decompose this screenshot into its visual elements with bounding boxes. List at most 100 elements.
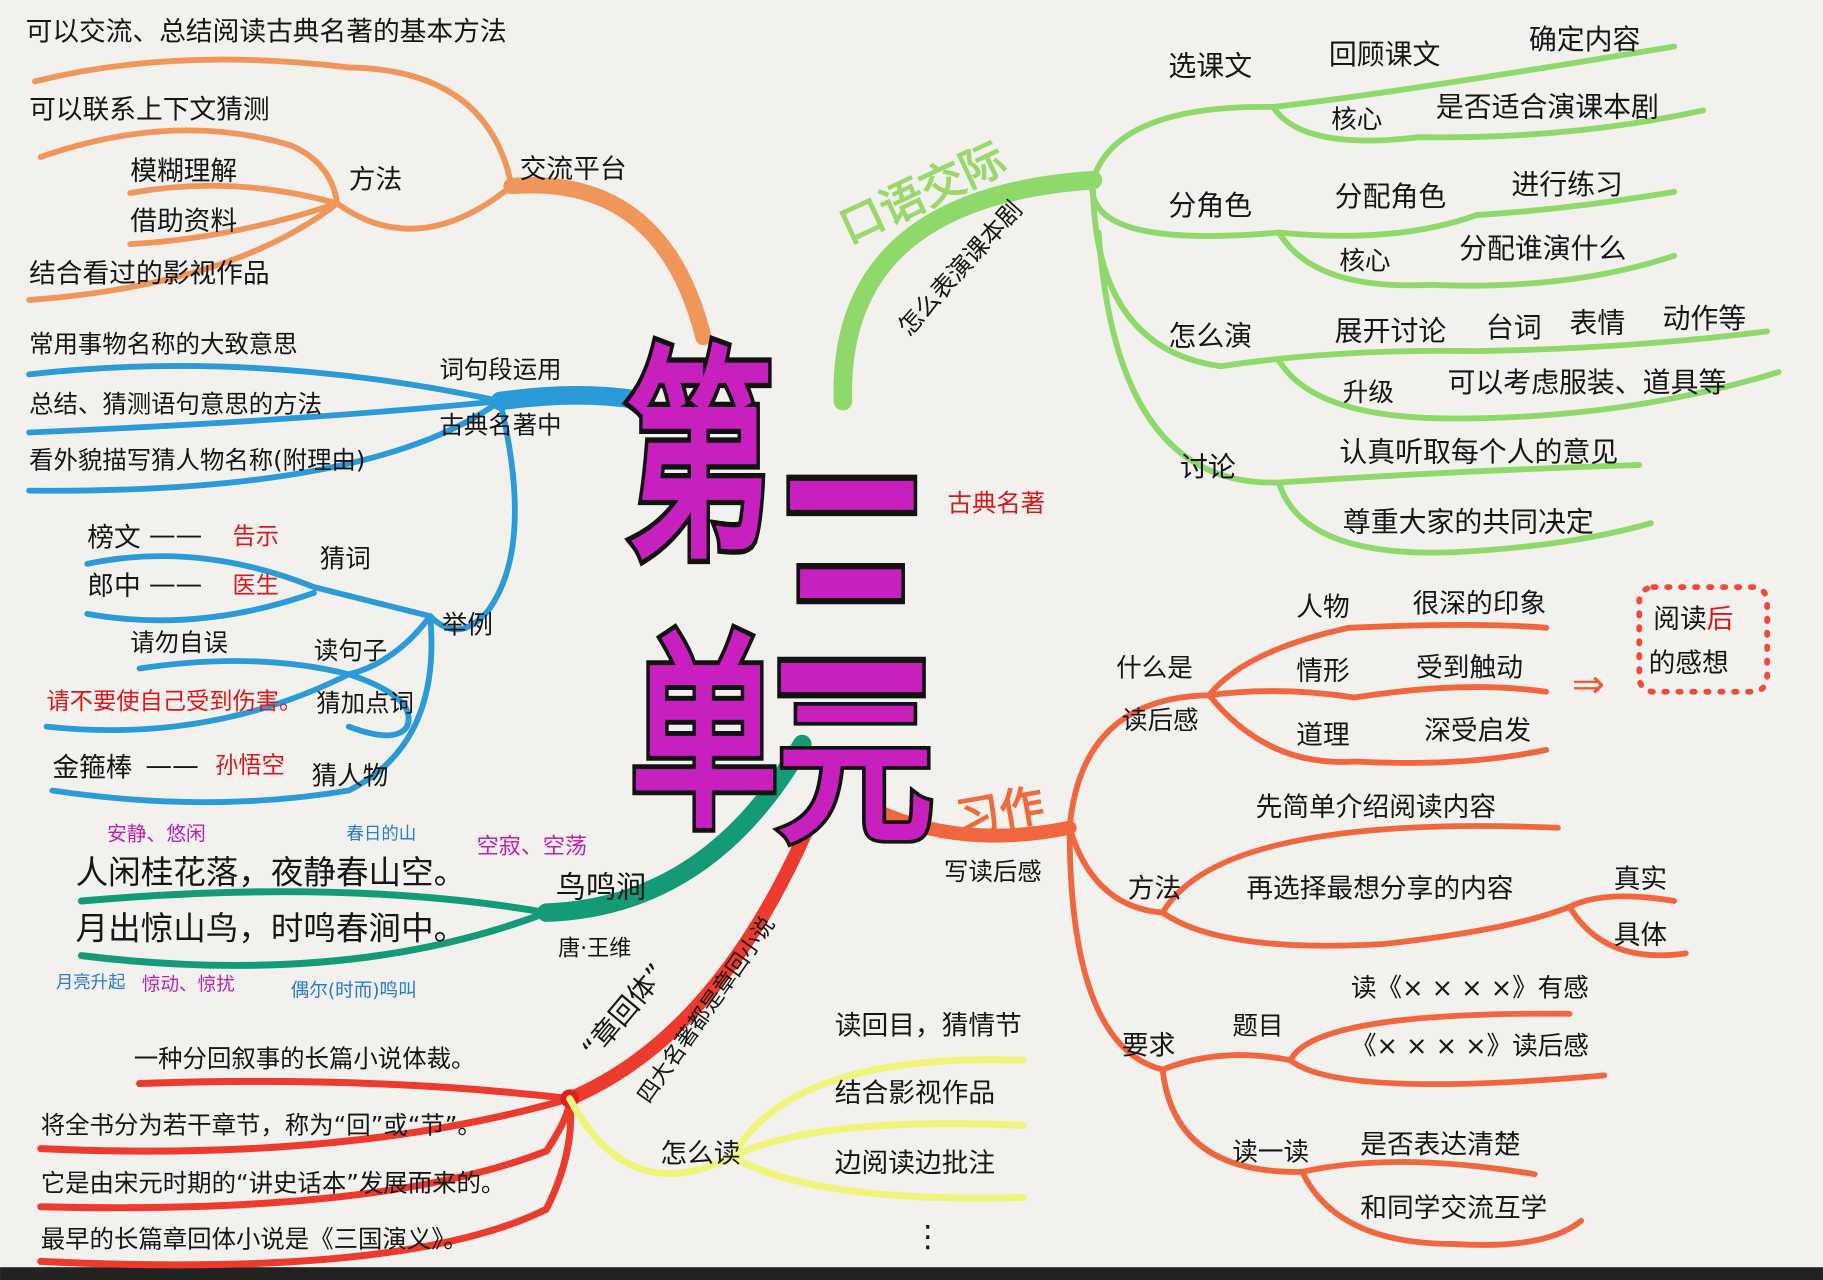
node-label: 方法 xyxy=(1128,874,1181,905)
branch-line xyxy=(26,398,503,494)
node-label: 要求 xyxy=(1122,1030,1175,1061)
annotation: 月亮升起 xyxy=(56,973,126,993)
node-text: 请不要使自己受到伤害。 xyxy=(47,688,303,715)
node-label: 什么是 xyxy=(1116,654,1193,684)
main-branch-red xyxy=(562,806,821,1106)
node-text: 确定内容 xyxy=(1529,23,1641,56)
node-label: 读后感 xyxy=(1122,706,1199,736)
node-label-examples: 举例 xyxy=(442,611,493,641)
node-text: 回顾课文 xyxy=(1329,38,1441,71)
node-text: 可以考虑服装、道具等 xyxy=(1447,366,1726,399)
branch-poem: 安静、悠闲 春日的山 人闲桂花落，夜静春山空。 空寂、空荡 鸟鸣涧 月出惊山鸟，… xyxy=(56,734,812,1001)
meaning: 医生 xyxy=(233,572,280,599)
node-text: 它是由宋元时期的“讲史话本”发展而来的。 xyxy=(41,1169,506,1198)
node-text: 尊重大家的共同决定 xyxy=(1343,505,1594,538)
branch-wording: 常用事物名称的大致意思 总结、猜测语句意思的方法 看外貌描写猜人物名称(附理由)… xyxy=(26,329,655,806)
node-text: 升级 xyxy=(1343,378,1394,408)
branch-line xyxy=(1566,903,1689,959)
node-text: 台词 xyxy=(1486,311,1542,344)
poem-line: 人闲桂花落，夜静春山空。 xyxy=(76,854,467,892)
node-text: 深受启发 xyxy=(1424,715,1531,746)
node-text: 分配角色 xyxy=(1335,180,1447,213)
annotation: 空寂、空荡 xyxy=(477,834,587,859)
node-text: 情形 xyxy=(1296,656,1349,687)
branch-line xyxy=(1275,357,1782,422)
annotation: 春日的山 xyxy=(346,824,416,844)
node-text: 分配谁演什么 xyxy=(1459,232,1626,265)
branch-line xyxy=(1206,684,1550,701)
table-edge xyxy=(0,1267,1823,1280)
node-text: 借助资料 xyxy=(130,206,237,237)
node-label-classics: 古典名著中 xyxy=(439,411,561,440)
node-text: 先简单介绍阅读内容 xyxy=(1256,792,1496,823)
node-text: 受到触动 xyxy=(1416,653,1523,684)
node-note: 四大名著都是章回小说 xyxy=(633,913,780,1108)
branch-speaking: 口语交际 怎么表演课本剧 选课文 回顾课文 确定内容 核心 是否适合演课本剧 分… xyxy=(832,23,1782,556)
annotation: 惊动、惊扰 xyxy=(142,975,235,996)
branch-line xyxy=(1066,824,1573,1073)
branch-line xyxy=(1275,479,1654,556)
branch-line xyxy=(127,200,341,248)
node-text: 和同学交流互学 xyxy=(1360,1193,1547,1224)
branch-line xyxy=(26,200,341,303)
node-label: 分角色 xyxy=(1168,189,1252,222)
node-text: 人物 xyxy=(1296,592,1349,623)
node-label-topic: 写读后感 xyxy=(944,857,1042,886)
branch-line xyxy=(84,553,434,620)
node-text: 很深的印象 xyxy=(1413,589,1547,620)
node-text: 可以交流、总结阅读古典名著的基本方法 xyxy=(26,17,507,48)
branch-line xyxy=(1089,177,1771,370)
node-label-guess-word: 猜词 xyxy=(320,544,371,574)
subtitle: 古典名著 xyxy=(948,489,1046,518)
node-text: 最早的长篇章回体小说是《三国演义》。 xyxy=(41,1224,468,1253)
definition-box xyxy=(1636,584,1771,695)
branch-line xyxy=(32,56,515,189)
node-label-guess-dotted: 猜加点词 xyxy=(316,688,414,717)
definition-part: 阅读 xyxy=(1653,604,1706,635)
annotation: 安静、悠闲 xyxy=(107,823,206,846)
node-text: 《× × × ×》读后感 xyxy=(1351,1031,1589,1061)
node-text: 可以联系上下文猜测 xyxy=(29,95,269,126)
definition-text: 阅读后 xyxy=(1653,604,1733,635)
branch-line xyxy=(49,613,435,806)
dash: —— xyxy=(149,569,202,600)
branch-line xyxy=(1066,823,1561,916)
definition-text: 的感想 xyxy=(1649,648,1729,679)
node-label: 讨论 xyxy=(1180,451,1236,484)
branch-line xyxy=(77,888,550,917)
word: 金箍棒 xyxy=(52,753,132,784)
definition-highlight: 后 xyxy=(1707,604,1734,635)
node-text: 是否表达清楚 xyxy=(1360,1129,1520,1160)
more-ellipsis: ⋮ xyxy=(913,1219,943,1254)
node-text: 结合影视作品 xyxy=(835,1078,995,1109)
title-char: 单 xyxy=(630,614,778,858)
branch-line xyxy=(1089,43,1678,184)
branch-line xyxy=(37,1095,575,1269)
node-text: 进行练习 xyxy=(1511,168,1623,201)
branch-line xyxy=(1159,893,1678,949)
branch-line xyxy=(728,1056,1027,1161)
main-branch-blue xyxy=(490,386,655,411)
branch-line xyxy=(728,1120,1027,1161)
branch-line xyxy=(37,127,341,207)
node-text: 表情 xyxy=(1570,306,1626,339)
node-text: 读回目，猜情节 xyxy=(835,1011,1022,1042)
branch-line xyxy=(26,398,503,436)
branch-line xyxy=(728,1153,1027,1202)
node-label: 读一读 xyxy=(1232,1137,1309,1167)
node-text: 展开讨论 xyxy=(1335,315,1447,348)
node-label: 怎么演 xyxy=(1168,319,1252,352)
title-char: 元 xyxy=(777,683,934,866)
main-branch-teal xyxy=(537,734,812,922)
meaning: 告示 xyxy=(233,523,280,550)
node-text: 核心 xyxy=(1339,247,1390,277)
node-label-method: 方法 xyxy=(349,164,402,195)
node-text: 核心 xyxy=(1331,105,1382,135)
branch-exchange-platform: 可以交流、总结阅读古典名著的基本方法 可以联系上下文猜测 模糊理解 借助资料 结… xyxy=(26,17,712,346)
poem-title: 鸟鸣涧 xyxy=(556,871,647,906)
node-text: 看外貌描写猜人物名称(附理由) xyxy=(29,446,365,475)
branch-writing: 习作 写读后感 什么是 读后感 人物 很深的印象 情形 受到触动 道理 深受启发… xyxy=(876,584,1771,1248)
node-text: 动作等 xyxy=(1663,302,1747,335)
branch-line xyxy=(1275,229,1678,289)
